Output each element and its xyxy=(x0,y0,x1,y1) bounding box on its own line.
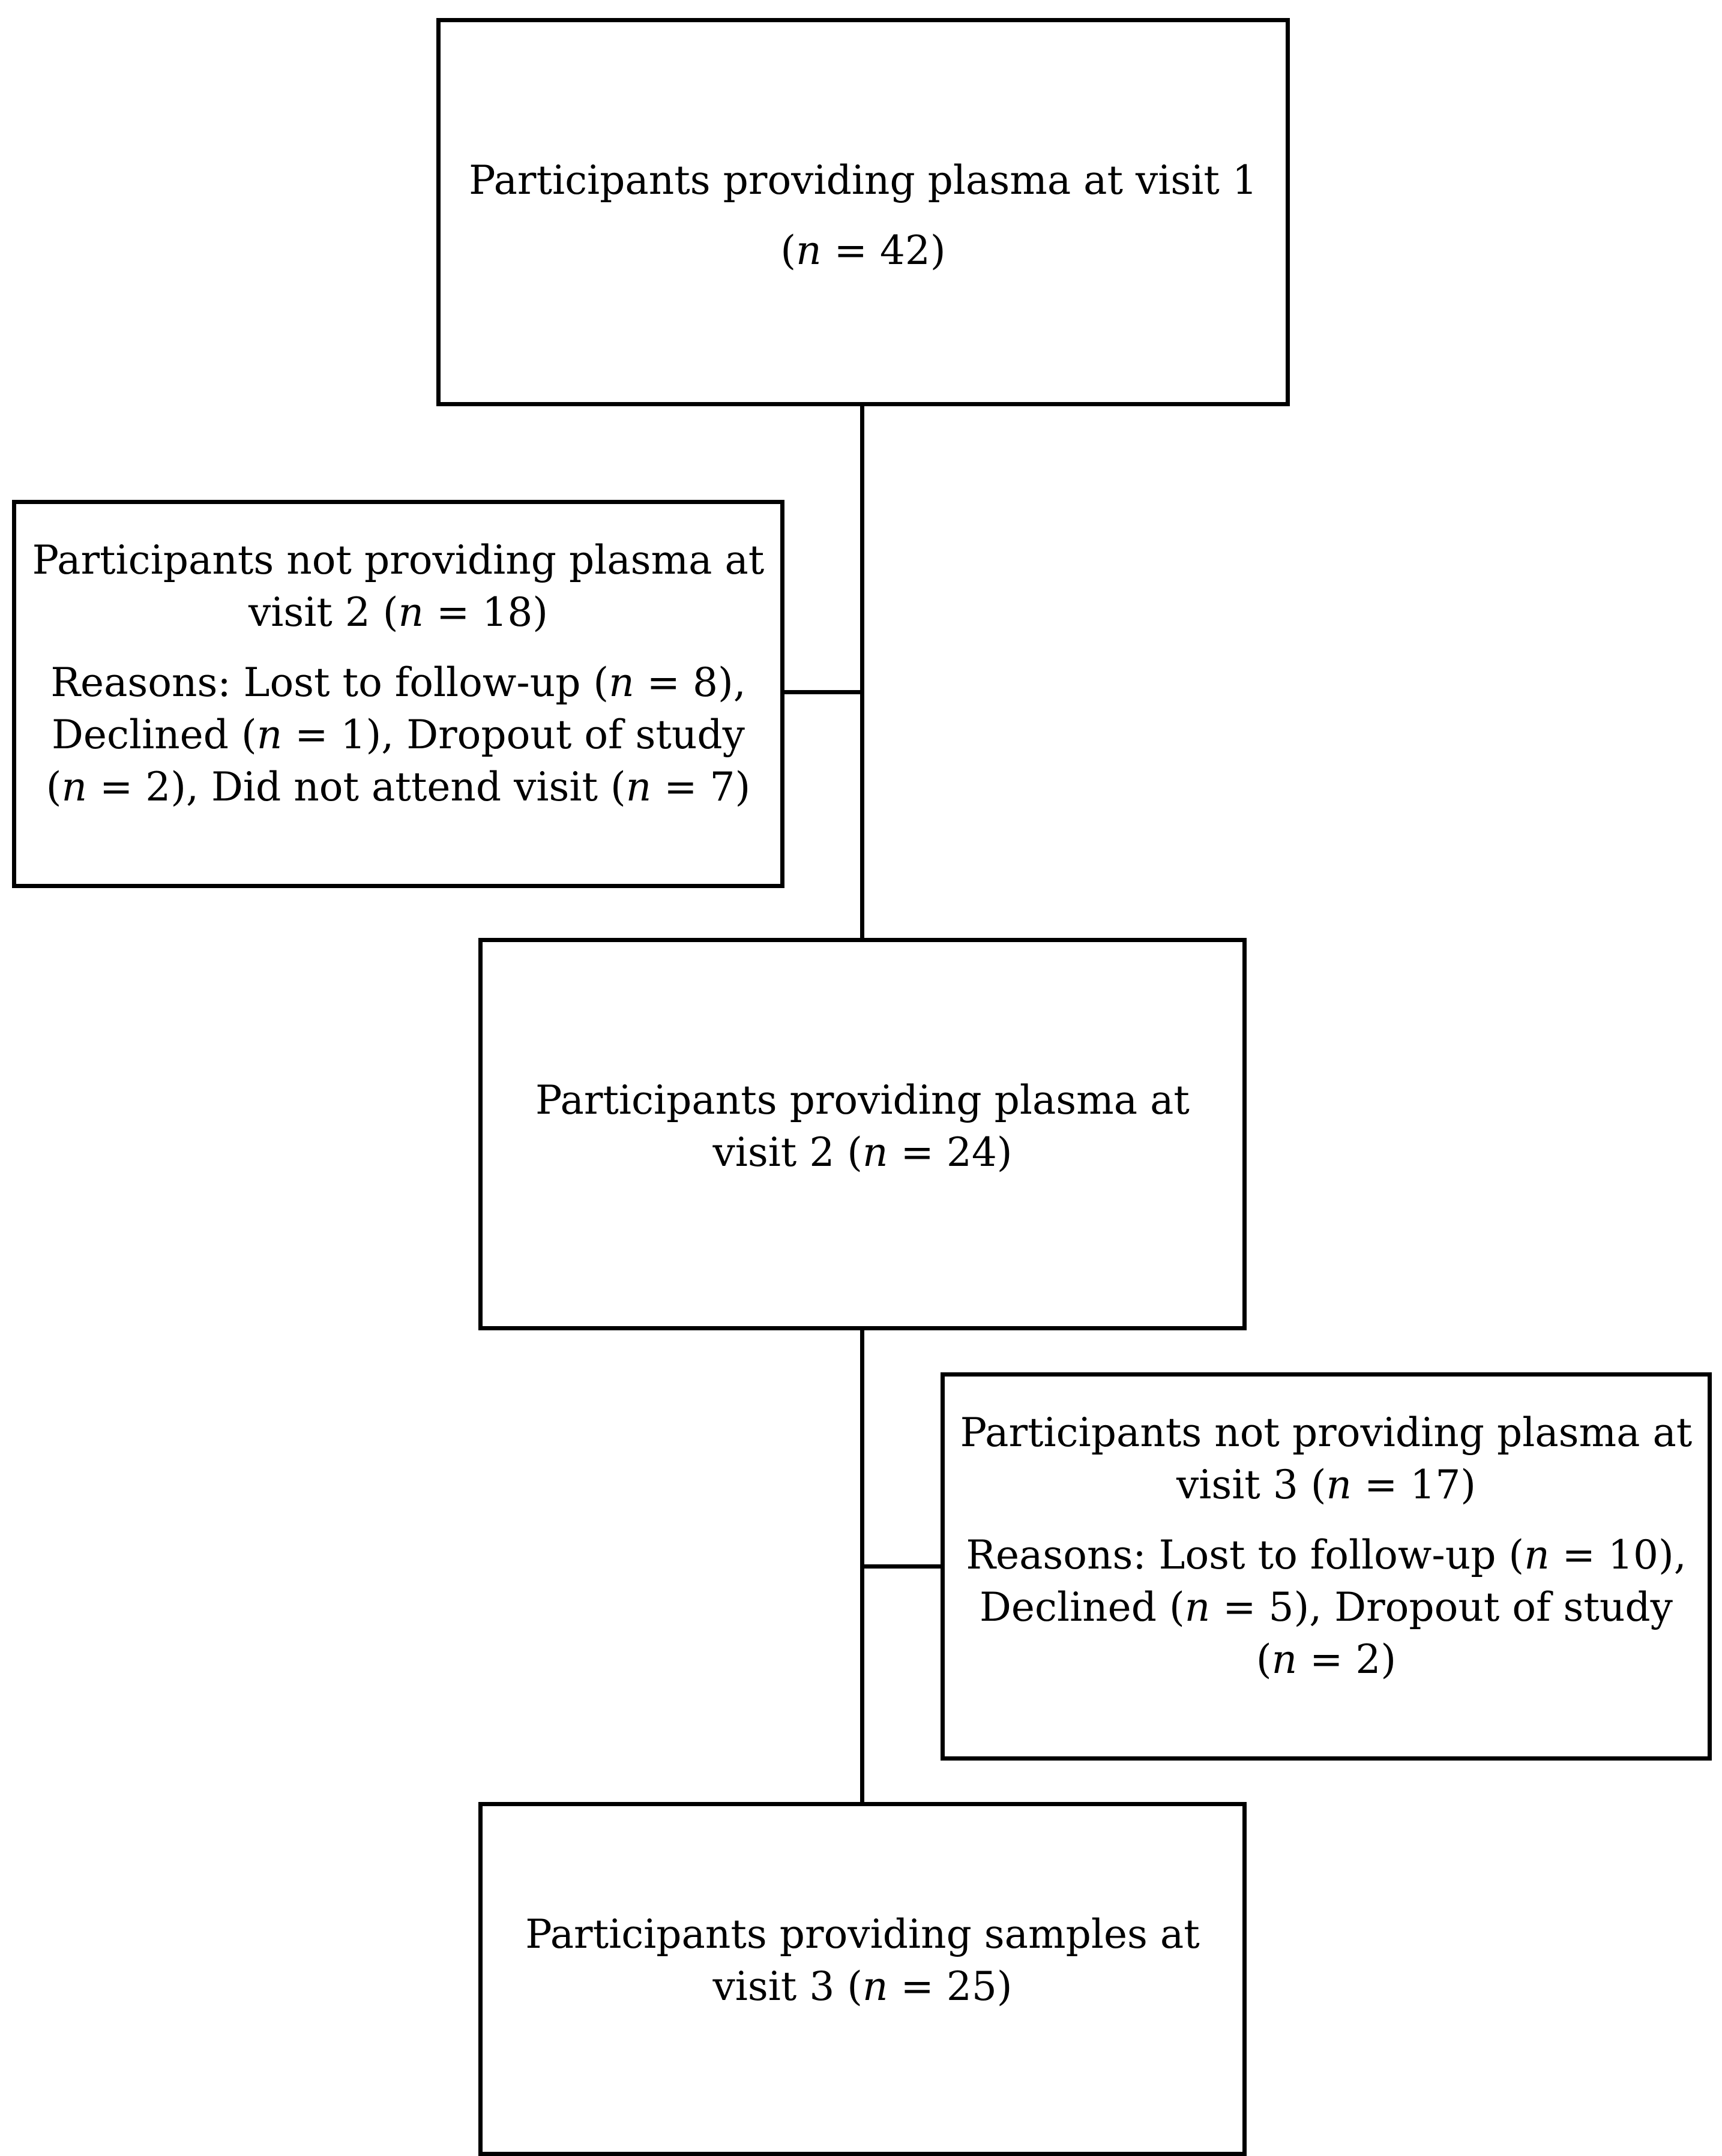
visit1-label: Participants providing plasma at visit 1 xyxy=(469,157,1257,203)
exclusion-visit2-reasons: Reasons: Lost to follow-up (n = 8), Decl… xyxy=(46,659,751,811)
exclusion-visit3-heading: Participants not providing plasma at vis… xyxy=(960,1410,1693,1509)
visit1-count: (n = 42) xyxy=(780,227,946,274)
visit3-label: Participants providing samples at visit … xyxy=(525,1911,1200,2010)
visit2-label: Participants providing plasma at visit 2… xyxy=(535,1077,1190,1176)
connector-exclusion-2 xyxy=(860,1564,944,1569)
exclusion-visit2-box: Participants not providing plasma at vis… xyxy=(12,500,784,888)
visit2-box: Participants providing plasma at visit 2… xyxy=(478,938,1247,1330)
exclusion-visit2-heading: Participants not providing plasma at vis… xyxy=(32,537,765,636)
exclusion-visit3-box: Participants not providing plasma at vis… xyxy=(941,1372,1712,1761)
visit3-box: Participants providing samples at visit … xyxy=(478,1802,1247,2156)
exclusion-visit3-reasons: Reasons: Lost to follow-up (n = 10), Dec… xyxy=(966,1532,1687,1683)
connector-exclusion-1 xyxy=(780,690,864,694)
connector-main-top xyxy=(860,402,864,942)
visit1-box: Participants providing plasma at visit 1… xyxy=(436,18,1290,406)
